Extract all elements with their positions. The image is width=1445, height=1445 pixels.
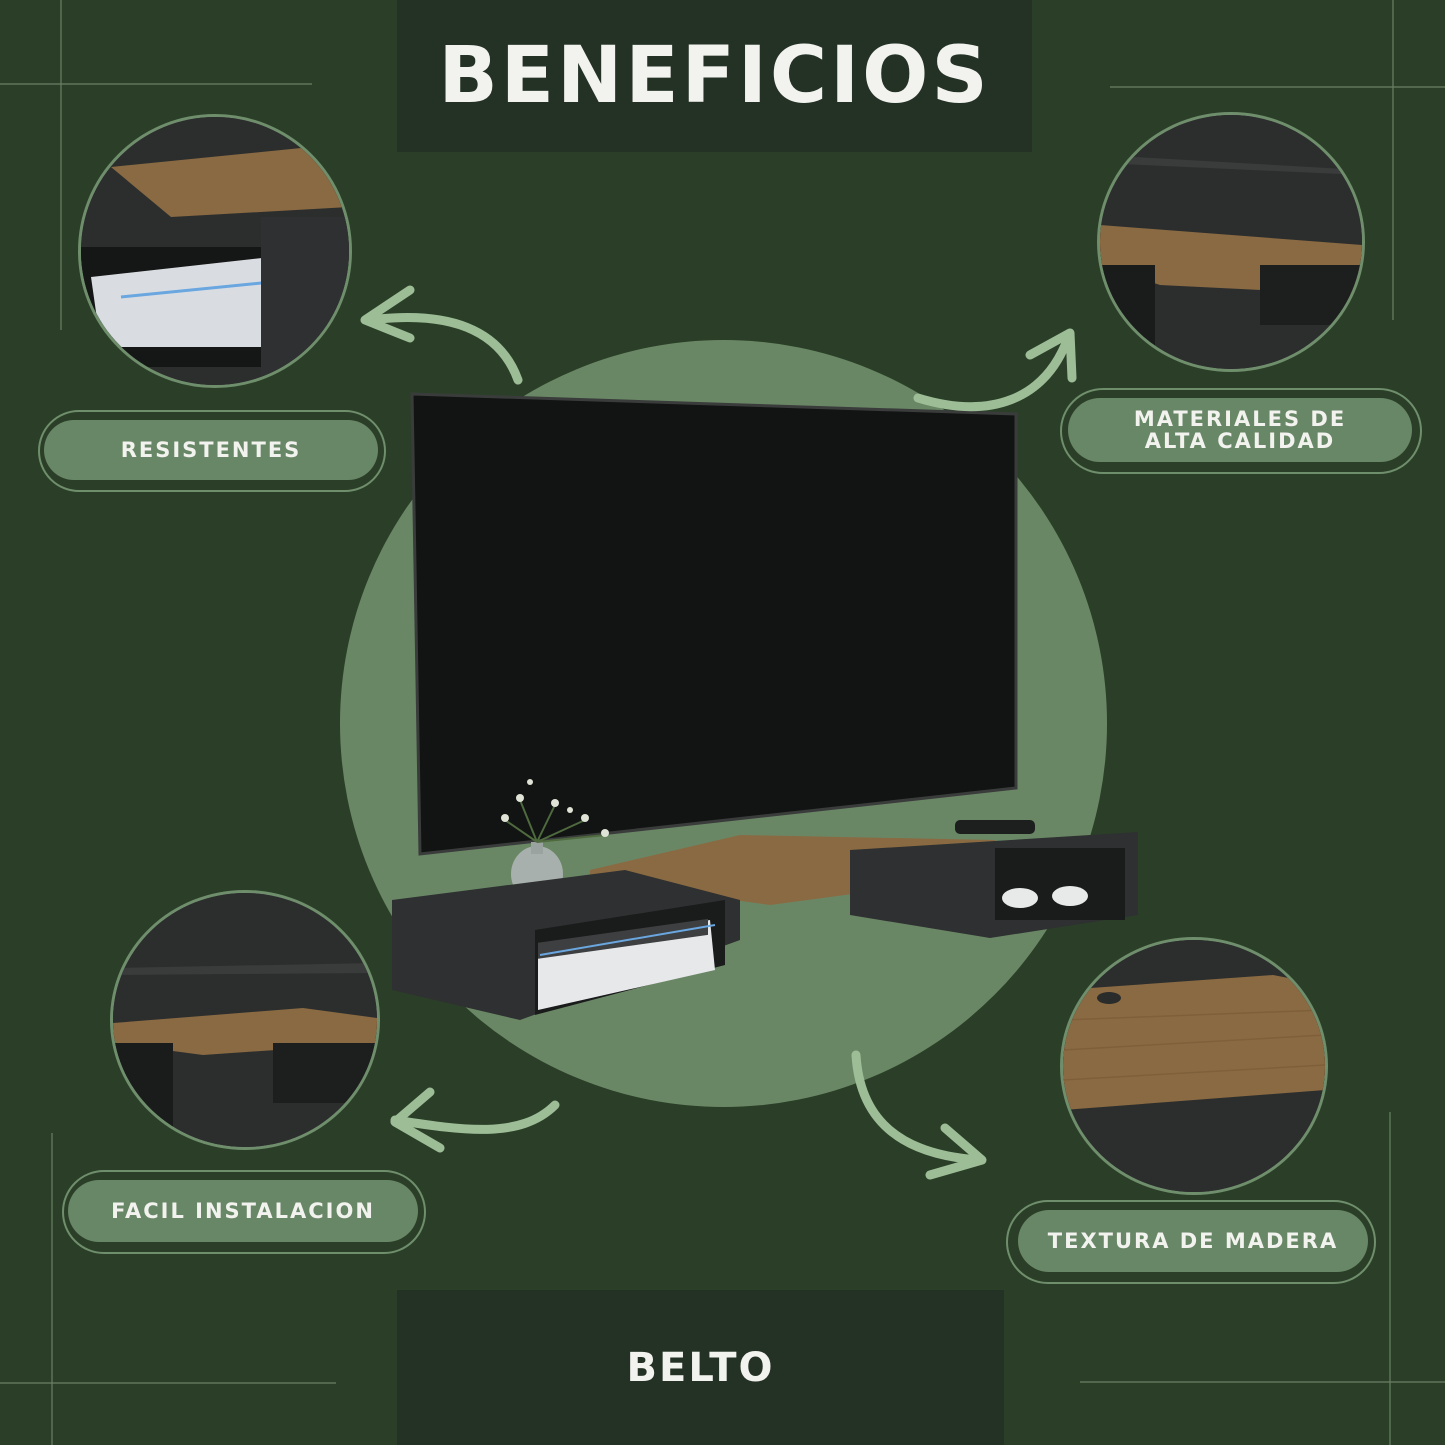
benefit-pill-resistant-outline: RESISTENTES bbox=[38, 410, 386, 492]
detail-lens-materials bbox=[1097, 112, 1365, 372]
arrow-icon-bottom-left bbox=[390, 1100, 560, 1134]
detail-lens-installation bbox=[110, 890, 380, 1150]
benefit-pill-installation-outline: FACIL INSTALACION bbox=[62, 1170, 426, 1254]
benefit-pill-installation: FACIL INSTALACION bbox=[68, 1180, 418, 1242]
page-title: BENEFICIOS bbox=[438, 31, 991, 121]
benefit-pill-materials-outline: MATERIALES DE ALTA CALIDAD bbox=[1060, 388, 1422, 474]
tv-screen bbox=[410, 392, 1018, 856]
arrow-icon-top-right bbox=[913, 333, 1073, 412]
detail-lens-wood-texture bbox=[1060, 937, 1328, 1195]
benefit-pill-wood-outline: TEXTURA DE MADERA bbox=[1006, 1200, 1376, 1284]
benefit-pill-wood: TEXTURA DE MADERA bbox=[1018, 1210, 1368, 1272]
product-name-banner: BELTO bbox=[397, 1290, 1004, 1445]
tv-shelf-illustration bbox=[392, 392, 1138, 1020]
title-banner: BENEFICIOS bbox=[397, 0, 1032, 152]
product-name: BELTO bbox=[626, 1344, 775, 1391]
arrow-icon-bottom-right bbox=[851, 1050, 985, 1165]
benefit-label: TEXTURA DE MADERA bbox=[1047, 1229, 1339, 1253]
benefit-label: RESISTENTES bbox=[120, 438, 302, 462]
benefit-label: MATERIALES DE ALTA CALIDAD bbox=[1133, 407, 1347, 453]
benefit-pill-materials: MATERIALES DE ALTA CALIDAD bbox=[1068, 398, 1412, 462]
arrow-icon-top-left bbox=[365, 313, 523, 385]
benefit-pill-resistant: RESISTENTES bbox=[44, 420, 378, 480]
benefit-label: FACIL INSTALACION bbox=[111, 1199, 375, 1223]
